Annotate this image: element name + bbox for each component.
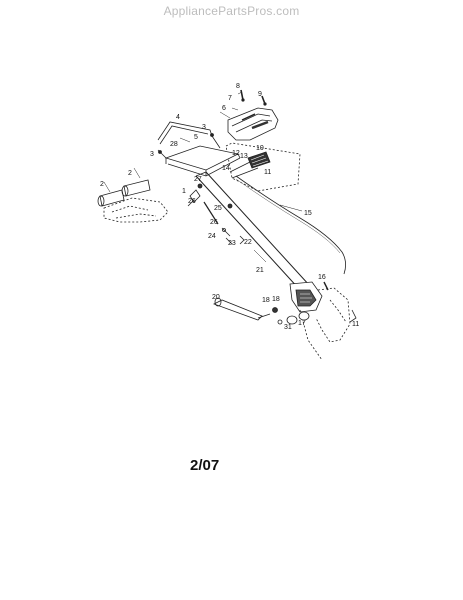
control-housing-cover (227, 107, 279, 141)
callout-26: 26 (210, 219, 218, 226)
callout-5: 5 (194, 134, 198, 141)
main-tube (195, 171, 311, 291)
callout-18: 18 (262, 297, 270, 304)
callout-18: 18 (272, 296, 280, 303)
callout-11: 11 (264, 169, 271, 176)
callout-1: 1 (182, 188, 186, 195)
control-cable (235, 175, 346, 275)
callout-16: 16 (318, 274, 326, 281)
callout-22: 22 (244, 239, 252, 246)
callout-3: 3 (150, 151, 154, 158)
callout-4: 4 (176, 114, 180, 121)
callout-labels: 8 7 9 6 4 3 5 28 3 10 12 13 14 11 2 2 27… (100, 83, 359, 331)
callout-14: 14 (222, 165, 230, 172)
callout-21: 21 (256, 267, 264, 274)
leader-lines (103, 91, 303, 263)
lower-bracket (289, 281, 323, 313)
callout-28: 28 (170, 141, 178, 148)
bolt (323, 281, 329, 291)
callout-3: 3 (202, 124, 206, 131)
handlebar-frame (157, 121, 241, 177)
callout-23: 23 (228, 240, 236, 247)
washers (272, 307, 310, 325)
callout-31: 31 (284, 324, 292, 331)
callout-6: 6 (222, 105, 226, 112)
callout-26: 26 (188, 198, 196, 205)
tiller-frame-dashed-outline (315, 287, 351, 343)
housing-dashed-outline (225, 142, 301, 192)
callout-24: 24 (208, 233, 216, 240)
callout-8: 8 (236, 83, 240, 90)
shift-grip (247, 151, 271, 169)
callout-11: 11 (352, 321, 359, 328)
callout-27: 27 (194, 176, 202, 183)
callout-2: 2 (128, 170, 132, 177)
callout-17: 17 (298, 320, 306, 327)
watermark: AppliancePartsPros.com (163, 4, 300, 18)
callout-20: 20 (212, 294, 220, 301)
cover-screws (240, 89, 267, 106)
revision-date: 2/07 (190, 457, 220, 474)
bracket-dashed-outline (103, 197, 169, 223)
callout-10: 10 (256, 145, 264, 152)
handle-grips (97, 179, 151, 207)
callout-2: 2 (100, 181, 104, 188)
callout-12: 12 (232, 150, 240, 157)
callout-7: 7 (228, 95, 232, 102)
callout-25: 25 (214, 205, 222, 212)
callout-9: 9 (258, 91, 262, 98)
small-hardware (187, 183, 245, 245)
cable-clip (349, 309, 357, 323)
callout-13: 13 (240, 153, 248, 160)
handle-adjust-bolt (212, 297, 271, 321)
callout-15: 15 (304, 210, 312, 217)
